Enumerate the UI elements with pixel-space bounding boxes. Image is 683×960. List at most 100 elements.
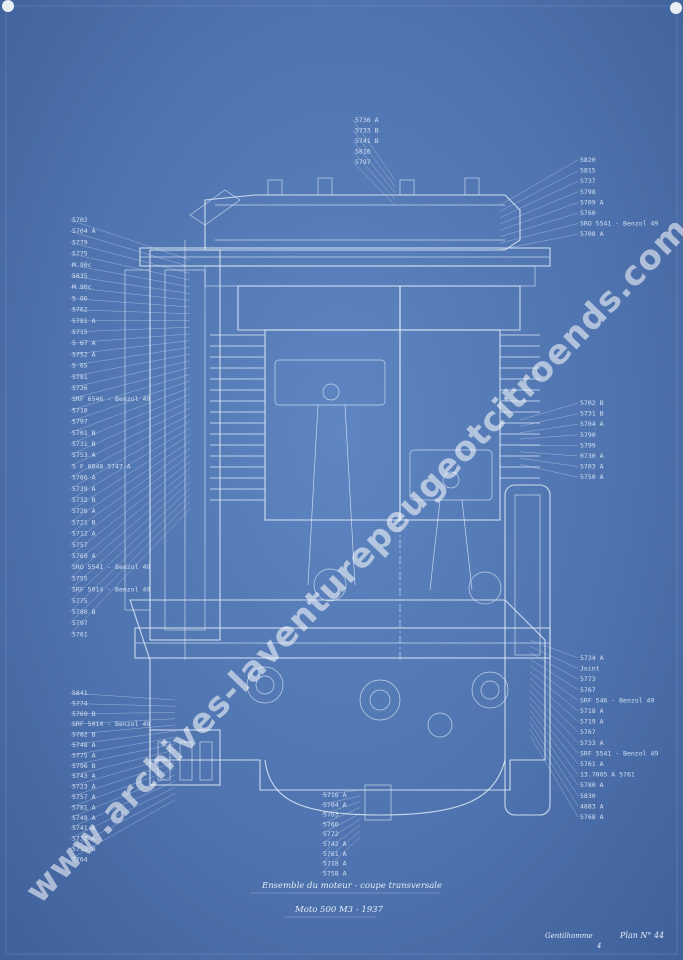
labels-top-column: 5736 A 5733 B 5741 B 5816 5797 — [355, 116, 379, 166]
part-label: 5737 A — [72, 835, 96, 843]
part-label: 5797 — [355, 158, 371, 166]
part-label: 5726 A — [72, 507, 96, 515]
part-label: 5708 A — [580, 230, 604, 238]
part-label: 5749 A — [72, 814, 96, 822]
part-label: 5719 A — [580, 718, 604, 726]
part-label: 5755 — [72, 574, 88, 582]
part-label: 5752 A — [72, 350, 96, 358]
sheet-mark: 4 — [596, 942, 601, 950]
part-label: 5757 — [72, 541, 88, 549]
part-label: 5718 A — [323, 860, 347, 868]
part-label: 5734 A — [580, 654, 604, 662]
part-label: 5703 A — [580, 463, 604, 471]
part-label: 5781 A — [72, 317, 96, 325]
part-label: 5769 A — [72, 552, 96, 560]
part-label: 5715 — [72, 328, 88, 336]
part-label: SRO 5541 - Benzol 49 — [72, 563, 150, 571]
part-label: 5743 A — [72, 772, 96, 780]
part-label: 5733 A — [580, 739, 604, 747]
part-label: 5704 A — [580, 420, 604, 428]
part-label: 0730 A — [580, 452, 604, 460]
part-label: SRF 546 - Benzol 49 — [580, 696, 654, 704]
part-label: 5768 A — [580, 813, 604, 821]
part-label: 5716 A — [323, 791, 347, 799]
part-label: 5774 — [72, 699, 88, 707]
part-label: 5820 — [580, 156, 596, 164]
part-label: 5741 B — [355, 137, 379, 145]
part-label: 5773 — [580, 675, 596, 683]
part-label: 5775 A — [72, 751, 96, 759]
part-label: 5782 B — [72, 731, 96, 739]
part-label: 5 67 A — [72, 339, 96, 347]
part-label: 5758 A — [323, 869, 347, 877]
part-label: 5710 — [72, 406, 88, 414]
part-label: 5797 — [72, 619, 88, 627]
part-label: 5830 — [580, 792, 596, 800]
part-label: 5779 — [72, 238, 88, 246]
part-label: 5704 A — [323, 801, 347, 809]
part-label: 5702 — [72, 216, 88, 224]
part-label: 5736 A — [355, 116, 379, 124]
part-label: 5733 B — [355, 127, 379, 135]
part-label: 5781 A — [72, 803, 96, 811]
part-label: 5764 — [72, 855, 88, 863]
part-label: 5748 A — [72, 741, 96, 749]
part-label: 5742 A — [323, 840, 347, 848]
part-label: 5786 A — [72, 474, 96, 482]
part-label: SRO 5541 - Benzol 49 — [580, 220, 658, 228]
part-label: 5731 B — [580, 410, 604, 418]
part-label: 5815 — [580, 167, 596, 175]
part-label: 5731 B — [72, 440, 96, 448]
part-label: 5761 A — [580, 760, 604, 768]
part-label: 5781 — [72, 373, 88, 381]
plate-number: Plan N° 44 — [619, 931, 664, 940]
part-label: 5798 — [580, 188, 596, 196]
part-label: SRF 5541 - Benzol 49 — [580, 749, 658, 757]
part-label: SRF 6546 - Benzol 49 — [72, 395, 150, 403]
part-label: 5761 — [72, 630, 88, 638]
part-label: Joint — [580, 665, 600, 673]
part-label: 13.7005 A 5761 — [580, 771, 635, 779]
part-label: 5797 — [72, 418, 88, 426]
part-label: 5775 — [72, 250, 88, 258]
part-label: 5 65 — [72, 362, 88, 370]
part-label: 5757 A — [72, 793, 96, 801]
part-label: 5769 B — [72, 710, 96, 718]
drawing-title: Ensemble du moteur - coupe transversale — [261, 881, 442, 891]
part-label: 5702 B — [580, 399, 604, 407]
part-label: 5780 A — [580, 781, 604, 789]
part-label: 5816 — [355, 148, 371, 156]
part-label: 5712 B — [72, 845, 96, 853]
part-label: 5790 — [580, 431, 596, 439]
part-label: 5709 A — [580, 198, 604, 206]
engine-linework — [124, 177, 551, 821]
part-label: M 90c — [72, 261, 92, 269]
part-label: 5712 A — [72, 530, 96, 538]
part-label: SRF 5014 - Benzol 49 — [72, 586, 150, 594]
part-label: 5762 — [72, 306, 88, 314]
part-label: 5835 — [72, 272, 88, 280]
part-label: 5775 — [72, 597, 88, 605]
part-label: 5 F 6848 5747 A — [72, 462, 131, 470]
signature: Gentilhomme — [545, 932, 593, 940]
part-label: 5750 A — [580, 473, 604, 481]
part-label: 5737 — [580, 177, 596, 185]
part-label: 5718 A — [580, 707, 604, 715]
part-label: 5761 A — [323, 850, 347, 858]
part-label: 5841 — [72, 689, 88, 697]
part-label: 5704 A — [72, 227, 96, 235]
part-label: 5741 A — [72, 824, 96, 832]
part-label: 5796 B — [72, 762, 96, 770]
pin-hole-tl — [2, 0, 14, 12]
part-label: 5 06 — [72, 294, 88, 302]
part-label: 5760 — [580, 209, 596, 217]
part-label: 5721 B — [72, 518, 96, 526]
drawing-subtitle: Moto 500 M3 - 1937 — [294, 905, 384, 915]
part-label: 5767 — [580, 728, 596, 736]
part-label: 5723 A — [72, 783, 96, 791]
